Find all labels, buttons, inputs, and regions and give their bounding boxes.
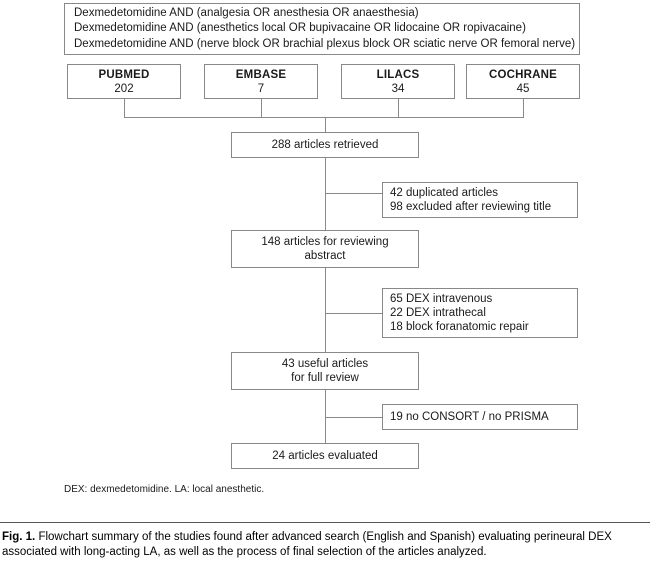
- connector-cochrane-down: [523, 99, 524, 118]
- exclusion-box-no-consort-prisma: 19 no CONSORT / no PRISMA: [382, 404, 578, 430]
- exclusion-line: 42 duplicated articles: [390, 187, 499, 199]
- connector-pubmed-down: [124, 99, 125, 118]
- stage-line: 43 useful articles: [281, 358, 369, 370]
- database-box-pubmed: PUBMED 202: [67, 64, 181, 99]
- stage-line: 148 articles for reviewing: [261, 236, 389, 248]
- search-query-line-3: Dexmedetomidine AND (nerve block OR brac…: [74, 37, 576, 50]
- connector-merge-bus: [124, 117, 524, 118]
- figure-caption: Fig. 1. Flowchart summary of the studies…: [2, 530, 648, 560]
- database-count: 202: [114, 82, 134, 95]
- stage-line: abstract: [304, 250, 346, 262]
- figure-footnote: DEX: dexmedetomidine. LA: local anesthet…: [64, 484, 265, 495]
- database-box-embase: EMBASE 7: [204, 64, 318, 99]
- exclusion-line: 98 excluded after reviewing title: [390, 201, 552, 213]
- exclusion-line: 18 block foranatomic repair: [390, 321, 529, 333]
- stage-box-reviewing-abstract: 148 articles for reviewing abstract: [231, 230, 419, 268]
- exclusion-line: 19 no CONSORT / no PRISMA: [390, 411, 549, 423]
- exclusion-box-route-of-administration: 65 DEX intravenous 22 DEX intrathecal 18…: [382, 288, 578, 338]
- caption-divider: [0, 522, 650, 523]
- stage-line: 24 articles evaluated: [272, 450, 378, 462]
- connector-branch-exclusion-2: [325, 313, 383, 314]
- stage-line: 288 articles retrieved: [271, 139, 379, 151]
- stage-box-useful-articles: 43 useful articles for full review: [231, 352, 419, 390]
- database-count: 7: [257, 82, 265, 95]
- figure-label: Fig. 1.: [2, 531, 36, 543]
- connector-spine-1: [325, 158, 326, 231]
- figure-caption-text: Flowchart summary of the studies found a…: [2, 531, 612, 558]
- database-name: COCHRANE: [488, 68, 558, 81]
- connector-lilacs-down: [398, 99, 399, 118]
- connector-branch-exclusion-1: [325, 193, 383, 194]
- database-box-cochrane: COCHRANE 45: [466, 64, 580, 99]
- database-count: 45: [516, 82, 530, 95]
- exclusion-line: 22 DEX intrathecal: [390, 307, 486, 319]
- database-name: PUBMED: [98, 68, 150, 81]
- exclusion-box-duplicates-title: 42 duplicated articles 98 excluded after…: [382, 182, 578, 218]
- connector-spine-2: [325, 268, 326, 353]
- database-name: LILACS: [376, 68, 420, 81]
- connector-bus-to-retrieved: [325, 117, 326, 133]
- database-name: EMBASE: [235, 68, 287, 81]
- database-count: 34: [391, 82, 405, 95]
- stage-box-articles-evaluated: 24 articles evaluated: [231, 443, 419, 469]
- search-query-line-1: Dexmedetomidine AND (analgesia OR anesth…: [74, 6, 419, 19]
- stage-line: for full review: [291, 372, 359, 384]
- connector-branch-exclusion-3: [325, 417, 383, 418]
- search-query-line-2: Dexmedetomidine AND (anesthetics local O…: [74, 22, 526, 35]
- database-box-lilacs: LILACS 34: [341, 64, 455, 99]
- connector-embase-down: [261, 99, 262, 118]
- search-strategy-box: Dexmedetomidine AND (analgesia OR anesth…: [64, 3, 580, 55]
- stage-box-articles-retrieved: 288 articles retrieved: [231, 132, 419, 158]
- exclusion-line: 65 DEX intravenous: [390, 293, 493, 305]
